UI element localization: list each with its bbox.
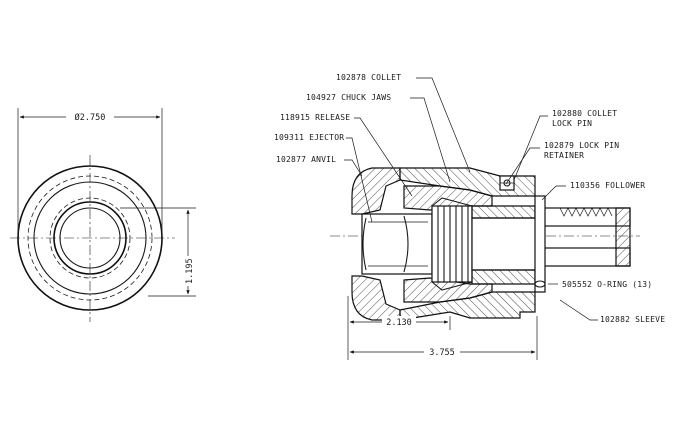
length-short-dim-text: 2.130 (386, 318, 412, 328)
passage-wall-bottom (471, 269, 536, 285)
spring-coils (559, 207, 613, 217)
label-o-ring: 505552 O-RING (13) (562, 280, 652, 289)
length-total-dim-text: 3.755 (429, 348, 455, 358)
end-view: Ø2.750 1.195 (10, 108, 196, 322)
passage-wall-top (471, 205, 536, 219)
label-follower: 110356 FOLLOWER (570, 181, 645, 190)
thread-lines (437, 206, 469, 282)
label-anvil: 102877 ANVIL (276, 155, 336, 164)
leader-lines (344, 77, 598, 321)
follower-flange (534, 195, 546, 293)
label-collet-lock-pin-line2: LOCK PIN (552, 119, 592, 128)
label-collet: 102878 COLLET (336, 73, 401, 82)
label-sleeve: 102882 SLEEVE (600, 315, 665, 324)
anvil-bottom (351, 275, 401, 321)
label-lock-pin-retainer-line2: RETAINER (544, 151, 584, 160)
o-ring (534, 280, 546, 288)
ejector-tube (361, 213, 433, 275)
diameter-dim-text: Ø2.750 (75, 112, 106, 123)
section-view: 102878 COLLET 104927 CHUCK JAWS 118915 R… (274, 73, 665, 360)
anvil-top (351, 167, 401, 215)
label-collet-lock-pin-line1: 102880 COLLET (552, 109, 617, 118)
label-lock-pin-retainer-line1: 102879 LOCK PIN (544, 141, 619, 150)
inner-passage (471, 217, 543, 271)
label-chuck-jaws: 104927 CHUCK JAWS (306, 93, 391, 102)
follower-end (615, 207, 631, 267)
label-ejector: 109311 EJECTOR (274, 133, 344, 142)
height-dim-text: 1.195 (185, 258, 195, 284)
release-threads (431, 205, 473, 283)
label-release: 118915 RELEASE (280, 113, 350, 122)
